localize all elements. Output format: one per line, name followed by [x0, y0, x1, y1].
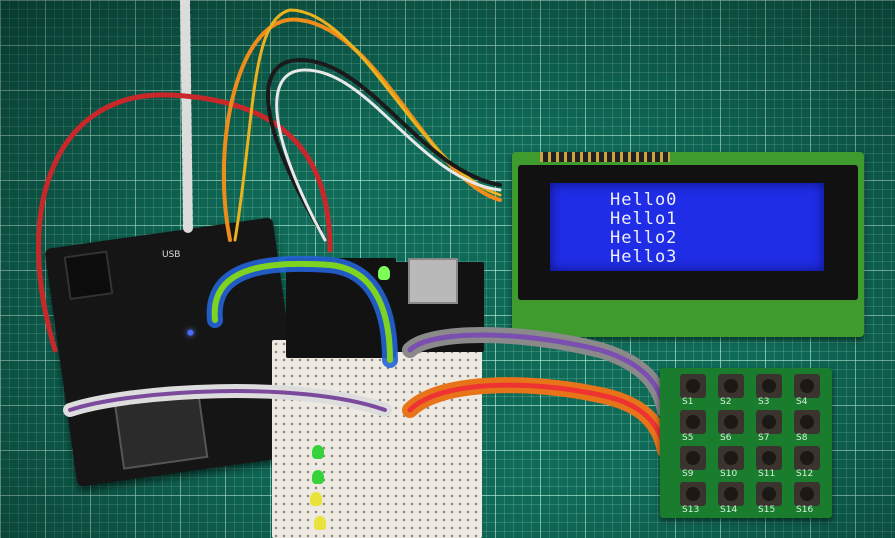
yellow-led: [314, 516, 326, 530]
key-label: S4: [796, 397, 808, 407]
keypad-key[interactable]: S10: [714, 446, 752, 482]
button-cap: [794, 482, 820, 506]
keypad-key[interactable]: S14: [714, 482, 752, 518]
lcd-line: Hello2: [610, 228, 678, 248]
yellow-led: [310, 492, 322, 506]
keypad-key[interactable]: S4: [790, 374, 828, 410]
button-cap: [756, 446, 782, 470]
usb-port: [408, 258, 458, 304]
key-label: S16: [796, 505, 814, 515]
keypad-key[interactable]: S11: [752, 446, 790, 482]
key-label: S11: [758, 469, 776, 479]
keypad-key[interactable]: S15: [752, 482, 790, 518]
key-label: S14: [720, 505, 738, 515]
button-cap: [794, 410, 820, 434]
breadboard: [272, 340, 482, 538]
key-label: S3: [758, 397, 770, 407]
lcd-line: Hello0: [610, 190, 678, 210]
button-cap: [756, 410, 782, 434]
button-cap: [794, 446, 820, 470]
key-label: S1: [682, 397, 694, 407]
key-label: S13: [682, 505, 700, 515]
button-cap: [680, 446, 706, 470]
keypad-key[interactable]: S5: [676, 410, 714, 446]
lcd-header-pins: [540, 152, 670, 162]
key-label: S6: [720, 433, 732, 443]
lcd-line: Hello1: [610, 209, 678, 229]
green-led: [312, 470, 324, 484]
button-cap: [794, 374, 820, 398]
keypad-key[interactable]: S2: [714, 374, 752, 410]
key-label: S10: [720, 469, 738, 479]
usb-label: USB: [160, 250, 183, 260]
keypad-key[interactable]: S16: [790, 482, 828, 518]
keypad-key[interactable]: S6: [714, 410, 752, 446]
button-cap: [756, 482, 782, 506]
keypad-key[interactable]: S8: [790, 410, 828, 446]
lcd-line: Hello3: [610, 247, 678, 267]
keypad-key[interactable]: S7: [752, 410, 790, 446]
power-led: [187, 329, 194, 337]
dc-jack: [63, 250, 114, 301]
key-label: S7: [758, 433, 770, 443]
green-led: [378, 266, 390, 280]
green-led: [312, 445, 324, 459]
lcd-screen: Hello0 Hello1 Hello2 Hello3: [550, 183, 824, 271]
esp-module: [113, 389, 209, 470]
keypad-key[interactable]: S1: [676, 374, 714, 410]
key-label: S8: [796, 433, 808, 443]
button-cap: [718, 482, 744, 506]
button-cap: [680, 410, 706, 434]
keypad-key[interactable]: S12: [790, 446, 828, 482]
keypad-key[interactable]: S3: [752, 374, 790, 410]
button-cap: [756, 374, 782, 398]
key-label: S9: [682, 469, 694, 479]
key-label: S5: [682, 433, 694, 443]
key-label: S2: [720, 397, 732, 407]
keypad-key[interactable]: S9: [676, 446, 714, 482]
keypad-key[interactable]: S13: [676, 482, 714, 518]
key-label: S12: [796, 469, 814, 479]
button-cap: [718, 446, 744, 470]
key-label: S15: [758, 505, 776, 515]
button-cap: [718, 374, 744, 398]
button-cap: [718, 410, 744, 434]
button-cap: [680, 374, 706, 398]
button-cap: [680, 482, 706, 506]
